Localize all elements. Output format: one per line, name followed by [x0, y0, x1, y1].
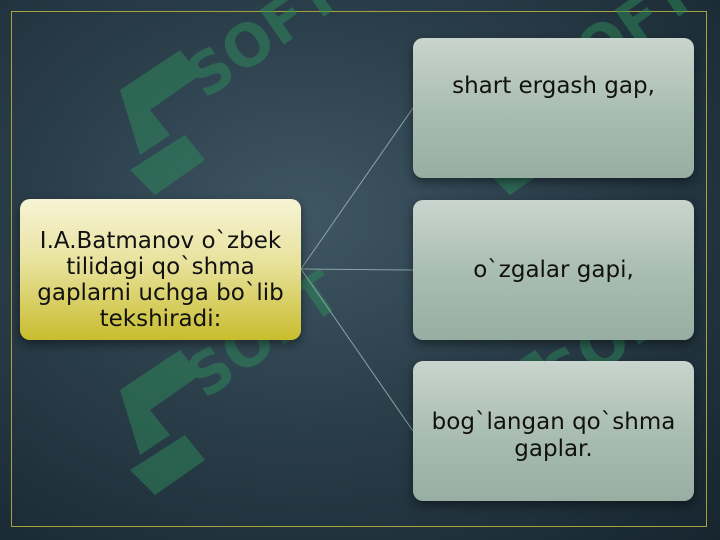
child-node-2-text: o`zgalar gapi, [473, 256, 634, 283]
connector-line-1 [300, 107, 414, 270]
root-node: I.A.Batmanov o`zbek tilidagi qo`shma gap… [20, 199, 301, 340]
child-node-3-text: bog`langan qo`shma gaplar. [431, 409, 676, 462]
child-node-3: bog`langan qo`shma gaplar. [413, 361, 694, 501]
slide-frame [11, 11, 707, 527]
root-node-text: I.A.Batmanov o`zbek tilidagi qo`shma gap… [37, 227, 284, 332]
connector-line-3 [300, 268, 414, 432]
child-node-1: shart ergash gap, [413, 38, 694, 178]
child-node-1-text: shart ergash gap, [452, 72, 655, 99]
child-node-2: o`zgalar gapi, [413, 200, 694, 340]
connector-line-2 [300, 268, 414, 271]
